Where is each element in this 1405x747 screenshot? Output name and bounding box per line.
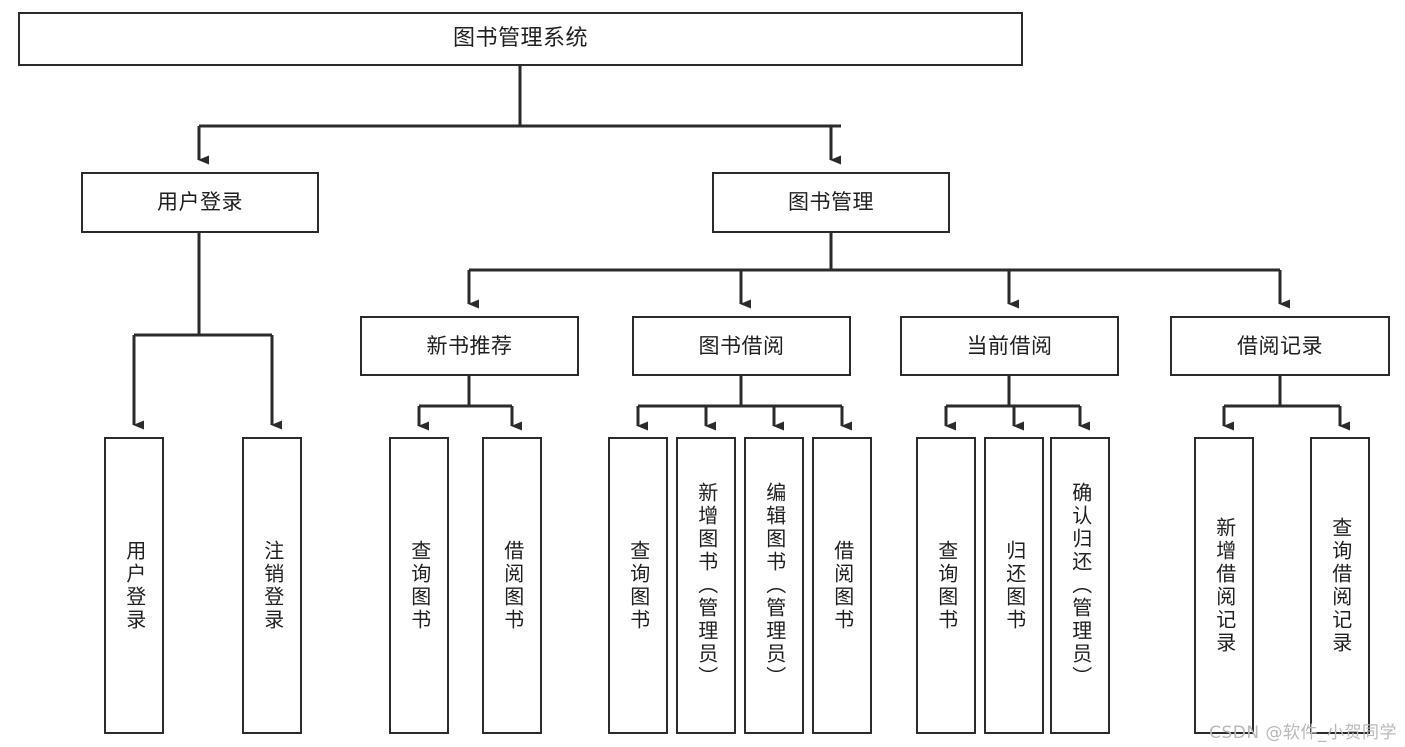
node-user-login[interactable]: 用户登录	[81, 172, 319, 233]
node-leaf-add-book[interactable]: 新增图书（管理员）	[676, 437, 736, 734]
node-user-login-label: 用户登录	[157, 190, 243, 215]
node-leaf-query-book-borrow-label: 查询图书	[626, 539, 651, 632]
node-leaf-query-borrow-record-label: 查询借阅记录	[1328, 516, 1353, 655]
node-book-manage[interactable]: 图书管理	[712, 172, 950, 233]
node-leaf-add-book-label: 新增图书（管理员）	[694, 482, 719, 689]
node-new-book-rec-label: 新书推荐	[426, 333, 513, 358]
node-book-manage-label: 图书管理	[788, 190, 874, 215]
node-leaf-borrow-book-label: 借阅图书	[830, 539, 855, 632]
node-leaf-edit-book-label: 编辑图书（管理员）	[762, 482, 787, 689]
node-borrow-record-label: 借阅记录	[1237, 333, 1323, 358]
node-leaf-add-borrow-record-label: 新增借阅记录	[1212, 516, 1237, 655]
node-leaf-query-book-current[interactable]: 查询图书	[916, 437, 976, 734]
node-leaf-user-login-label: 用户登录	[122, 539, 147, 632]
node-leaf-query-book-rec[interactable]: 查询图书	[389, 437, 449, 734]
node-leaf-return-book-label: 归还图书	[1002, 539, 1027, 632]
node-leaf-confirm-return-label: 确认归还（管理员）	[1068, 482, 1093, 689]
node-leaf-return-book[interactable]: 归还图书	[984, 437, 1044, 734]
node-book-borrow[interactable]: 图书借阅	[632, 316, 851, 376]
node-leaf-user-login[interactable]: 用户登录	[104, 437, 164, 734]
node-leaf-edit-book[interactable]: 编辑图书（管理员）	[744, 437, 804, 734]
node-leaf-query-borrow-record[interactable]: 查询借阅记录	[1310, 437, 1370, 734]
node-current-borrow[interactable]: 当前借阅	[900, 316, 1119, 376]
node-new-book-rec[interactable]: 新书推荐	[360, 316, 579, 376]
node-book-borrow-label: 图书借阅	[698, 333, 785, 358]
node-leaf-query-book-current-label: 查询图书	[934, 539, 959, 632]
node-leaf-borrow-book[interactable]: 借阅图书	[812, 437, 872, 734]
node-leaf-query-book-rec-label: 查询图书	[407, 539, 432, 632]
node-leaf-user-logout[interactable]: 注销登录	[242, 437, 302, 734]
node-leaf-confirm-return[interactable]: 确认归还（管理员）	[1050, 437, 1110, 734]
node-root-label: 图书管理系统	[452, 26, 588, 52]
node-leaf-borrow-book-rec[interactable]: 借阅图书	[482, 437, 542, 734]
node-leaf-add-borrow-record[interactable]: 新增借阅记录	[1194, 437, 1254, 734]
node-leaf-user-logout-label: 注销登录	[260, 539, 285, 632]
node-leaf-borrow-book-rec-label: 借阅图书	[500, 539, 525, 632]
node-leaf-query-book-borrow[interactable]: 查询图书	[608, 437, 668, 734]
node-root[interactable]: 图书管理系统	[18, 12, 1023, 66]
node-current-borrow-label: 当前借阅	[966, 333, 1053, 358]
node-borrow-record[interactable]: 借阅记录	[1170, 316, 1390, 376]
